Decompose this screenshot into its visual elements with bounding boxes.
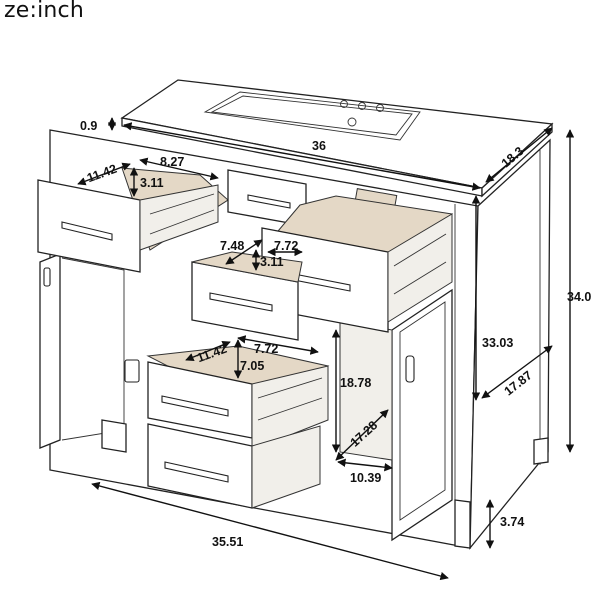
label-top-thickness: 0.9 <box>80 119 97 133</box>
label-total-height: 34.0 <box>567 290 591 304</box>
label-top-width: 36 <box>312 139 326 153</box>
label-drawer-low-height: 7.05 <box>240 359 264 373</box>
front-right-leg <box>454 499 471 549</box>
arrow-body-depth <box>481 345 553 399</box>
back-right-leg <box>533 437 549 465</box>
left-door-handle <box>43 267 51 287</box>
right-door <box>391 288 453 542</box>
arrow-drawer-left-width <box>139 157 219 181</box>
label-drawer-mid-height: 3.11 <box>260 255 284 269</box>
label-inner-width: 10.39 <box>350 471 381 485</box>
hinge-icon <box>124 359 140 383</box>
label-drawer-left-width: 8.27 <box>160 155 184 169</box>
arrow-drawer-low-depth <box>185 340 231 362</box>
arrow-drawer-low-width <box>237 335 319 355</box>
faucet-hole-right <box>376 104 384 112</box>
label-drawer-mid-width: 7.72 <box>274 239 298 253</box>
label-base-width: 35.51 <box>212 535 243 549</box>
label-inner-height: 18.78 <box>340 376 371 390</box>
label-leg-height: 3.74 <box>500 515 524 529</box>
label-drawer-mid-depth: 7.48 <box>220 239 244 253</box>
arrow-inner-width <box>337 458 393 472</box>
top-left-drawer-handle <box>61 221 113 241</box>
label-drawer-low-width: 7.72 <box>254 342 278 356</box>
faucet-hole-center <box>358 102 366 110</box>
arrow-inner-depth <box>335 409 389 461</box>
left-door <box>39 253 61 449</box>
arrow-top-depth <box>485 127 553 183</box>
arrow-drawer-mid-depth <box>225 239 263 265</box>
right-door-handle <box>405 355 415 383</box>
arrow-base-width <box>91 481 449 581</box>
middle-drawer-handle <box>209 292 273 312</box>
label-drawer-left-height: 3.11 <box>140 176 164 190</box>
vanity-illustration <box>37 79 554 550</box>
unit-label: ze:inch <box>4 0 84 23</box>
faucet-hole-left <box>340 100 348 108</box>
lower-drawer-handle <box>161 395 229 417</box>
arrow-top-width <box>123 122 481 191</box>
arrow-drawer-left-depth <box>77 162 131 186</box>
top-left-drawer-front <box>37 179 141 273</box>
front-left-leg <box>101 419 127 453</box>
label-body-height: 33.03 <box>482 336 513 350</box>
dimension-arrows <box>77 117 575 581</box>
